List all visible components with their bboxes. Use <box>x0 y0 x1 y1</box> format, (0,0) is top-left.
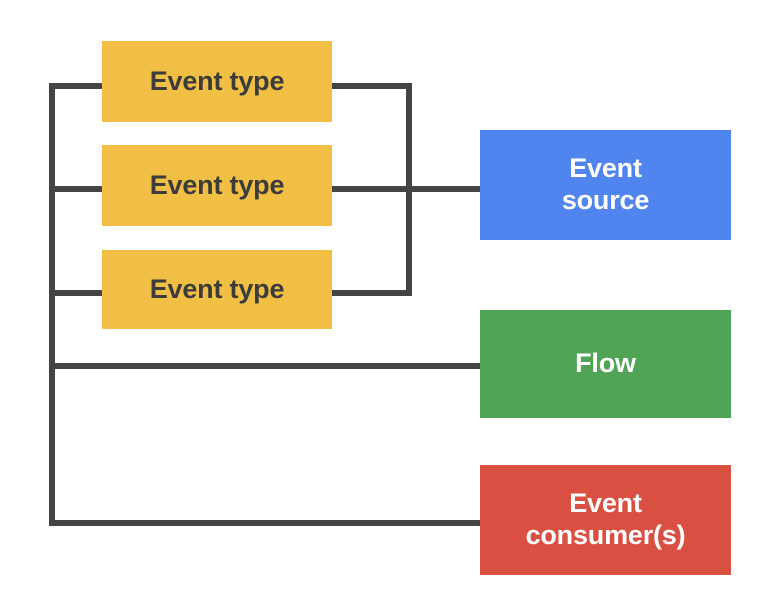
node-flow-label: Flow <box>575 348 636 379</box>
connector-left-bus-to-flow <box>49 363 483 369</box>
left-bracket-vertical-line <box>49 83 55 526</box>
node-event-consumers[interactable]: Event consumer(s) <box>480 465 731 575</box>
node-event-type-1-label: Event type <box>149 65 285 96</box>
node-event-source-label: Event source <box>561 153 650 215</box>
connector-left-bus-to-event-consumers <box>49 520 483 526</box>
connector-left-to-event-type-2 <box>49 186 105 192</box>
node-event-type-2-label: Event type <box>149 169 285 200</box>
connector-event-type-1-to-right <box>330 83 412 89</box>
connector-right-bus-to-event-source <box>406 186 483 192</box>
node-event-type-1[interactable]: Event type <box>102 41 332 122</box>
node-event-type-3[interactable]: Event type <box>102 250 332 329</box>
node-event-type-3-label: Event type <box>149 273 285 304</box>
connector-left-to-event-type-3 <box>49 290 105 296</box>
node-event-consumers-label: Event consumer(s) <box>525 488 686 550</box>
connector-left-to-event-type-1 <box>49 83 105 89</box>
connector-event-type-3-to-right <box>330 290 412 296</box>
node-flow[interactable]: Flow <box>480 310 731 418</box>
node-event-source[interactable]: Event source <box>480 130 731 240</box>
connector-event-type-2-to-right <box>330 186 412 192</box>
node-event-type-2[interactable]: Event type <box>102 145 332 226</box>
